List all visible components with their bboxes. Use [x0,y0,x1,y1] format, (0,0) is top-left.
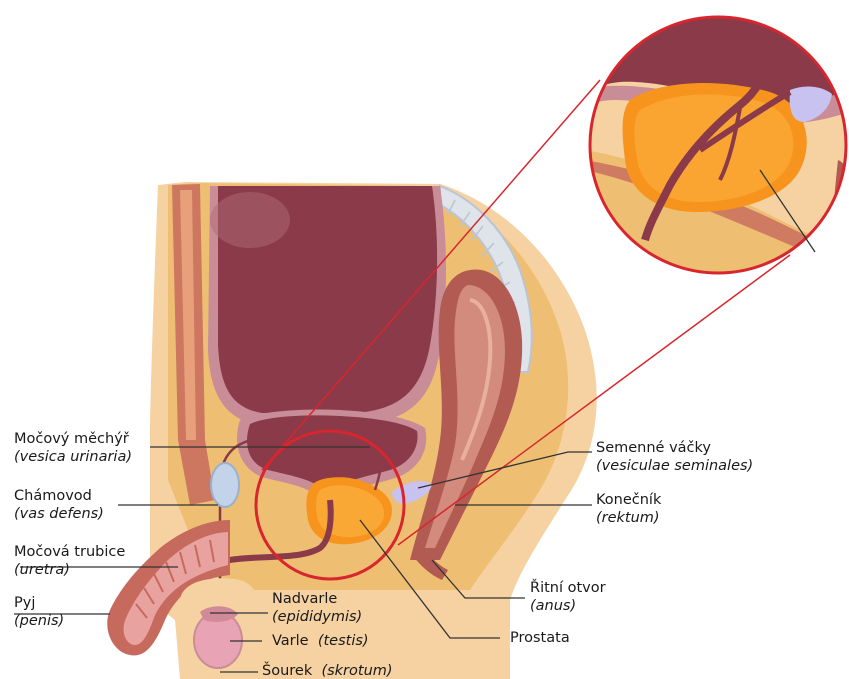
label-rectum: Konečník (rektum) [596,491,661,527]
label-urethra-name: Močová trubice [14,544,125,560]
label-anus-latin: (anus) [530,597,606,615]
label-anus-name: Řitní otvor [530,580,606,596]
label-rectum-name: Konečník [596,492,661,508]
label-urethra: Močová trubice (uretra) [14,543,125,579]
label-scrotum-name: Šourek [262,663,312,679]
label-scrotum: Šourek (skrotum) [262,662,393,679]
label-anus: Řitní otvor (anus) [530,579,606,615]
label-bladder: Močový měchýř (vesica urinaria) [14,430,132,466]
label-epididymis: Nadvarle (epididymis) [272,590,362,626]
label-testis-name: Varle [272,633,309,649]
label-rectum-latin: (rektum) [596,509,661,527]
label-vesicles-latin: (vesiculae seminales) [596,457,753,475]
label-penis-name: Pyj [14,595,35,611]
label-bladder-name: Močový měchýř [14,431,129,447]
label-vas-name: Chámovod [14,488,92,504]
pubic-bone [211,463,239,507]
label-vas-latin: (vas defens) [14,505,104,523]
label-vesicles-name: Semenné váčky [596,440,711,456]
label-seminal-vesicles: Semenné váčky (vesiculae seminales) [596,439,753,475]
label-epididymis-latin: (epididymis) [272,608,362,626]
label-bladder-latin: (vesica urinaria) [14,448,132,466]
label-scrotum-latin: (skrotum) [321,663,392,679]
label-vas-deferens: Chámovod (vas defens) [14,487,104,523]
label-penis-latin: (penis) [14,612,64,630]
label-testis-latin: (testis) [318,633,369,649]
label-testis: Varle (testis) [272,632,369,650]
label-urethra-latin: (uretra) [14,561,125,579]
label-prostate: Prostata [510,629,570,647]
label-penis: Pyj (penis) [14,594,64,630]
label-prostate-name: Prostata [510,630,570,646]
label-epididymis-name: Nadvarle [272,591,337,607]
